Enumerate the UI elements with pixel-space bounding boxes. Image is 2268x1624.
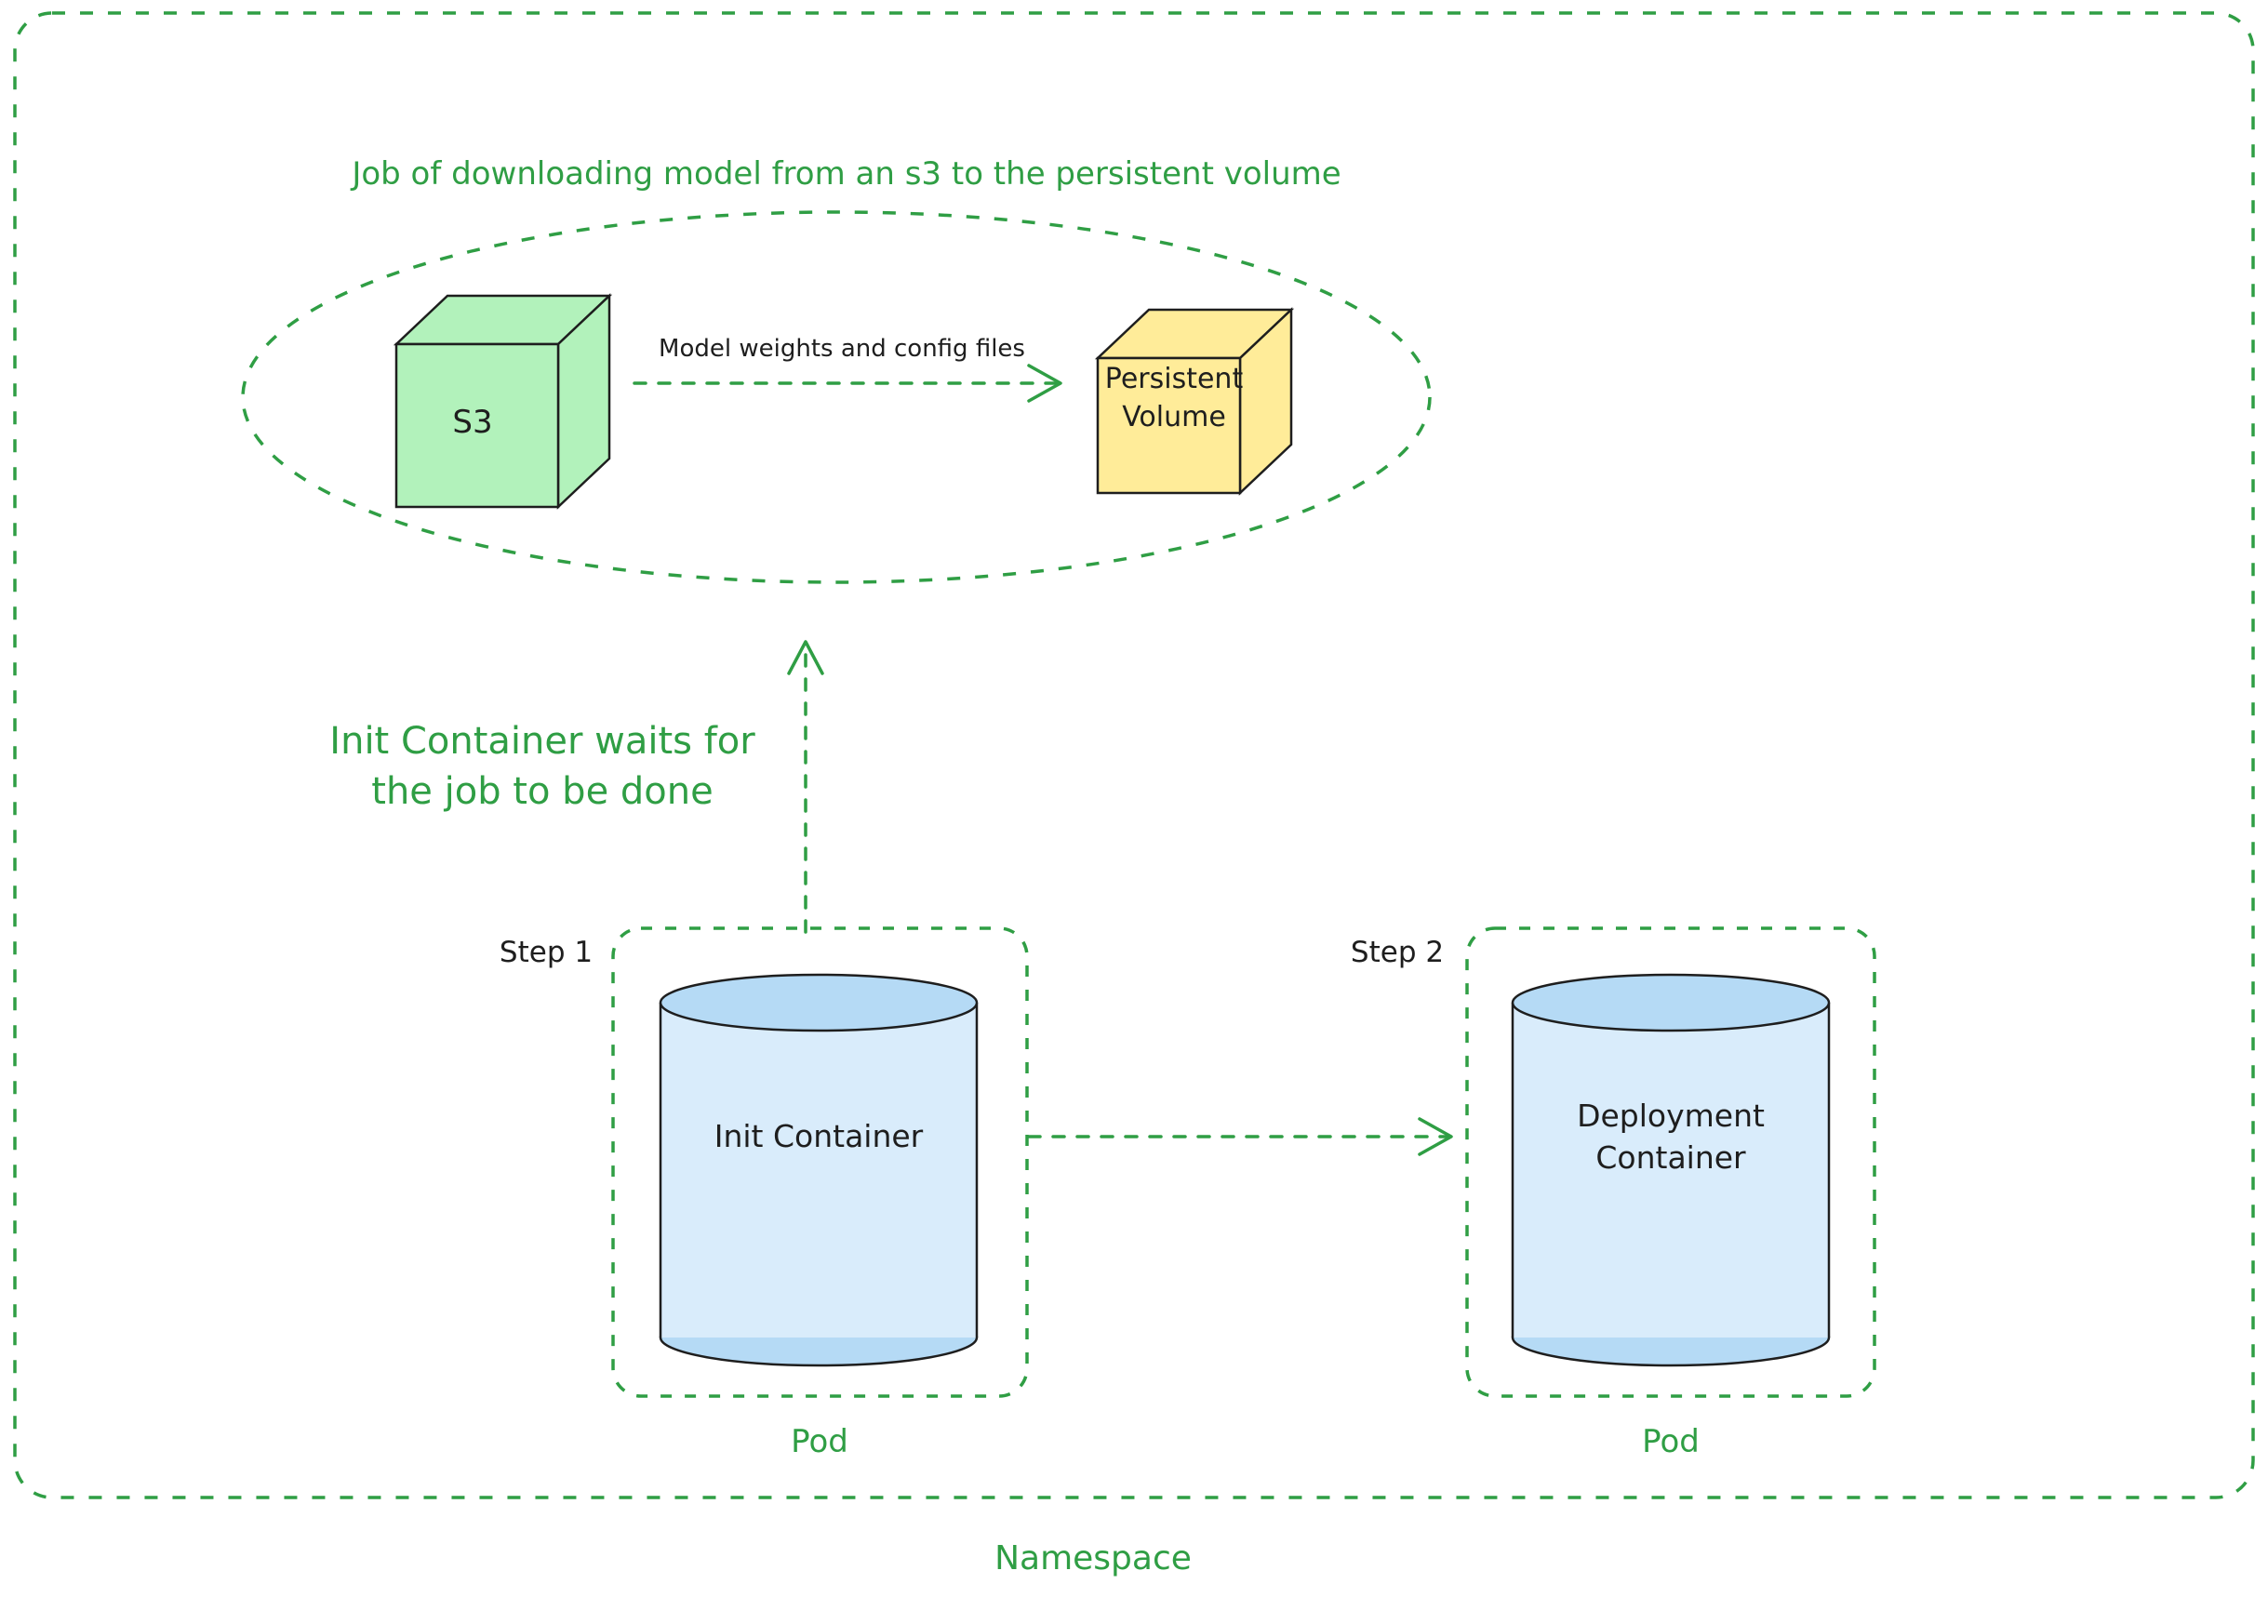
wait-note: Init Container waits for the job to be d… [329,720,755,813]
pv-cube-front-face [1096,356,1242,495]
pod1-box [611,926,1029,1398]
deployment-cylinder-body [1513,1003,1829,1338]
pv-label: Persistent Volume [1104,363,1244,433]
transfer-arrow-head [1027,364,1062,403]
namespace-label: Namespace [994,1539,1192,1577]
pods-arrow-head [1418,1117,1453,1156]
pod2-label: Pod [1642,1423,1700,1460]
pod1-label: Pod [791,1423,848,1460]
job-title: Job of downloading model from an s3 to t… [352,155,1341,193]
s3-label: S3 [452,404,493,441]
init-cylinder-body [660,1003,977,1338]
transfer-label: Model weights and config files [659,335,1025,363]
namespace-border [13,11,2255,1499]
pod2-box [1465,926,1876,1398]
init-container-label: Init Container [714,1118,924,1154]
step2-label: Step 2 [1350,936,1445,969]
wait-arrow-head [787,640,824,675]
deployment-container-label: Deployment Container [1577,1098,1765,1176]
deployment-cylinder-top-rim [1511,973,1831,1032]
s3-cube-front-face [394,342,560,509]
step1-label: Step 1 [499,936,594,969]
job-ellipse [241,210,1432,584]
init-cylinder-top-rim [659,973,979,1032]
